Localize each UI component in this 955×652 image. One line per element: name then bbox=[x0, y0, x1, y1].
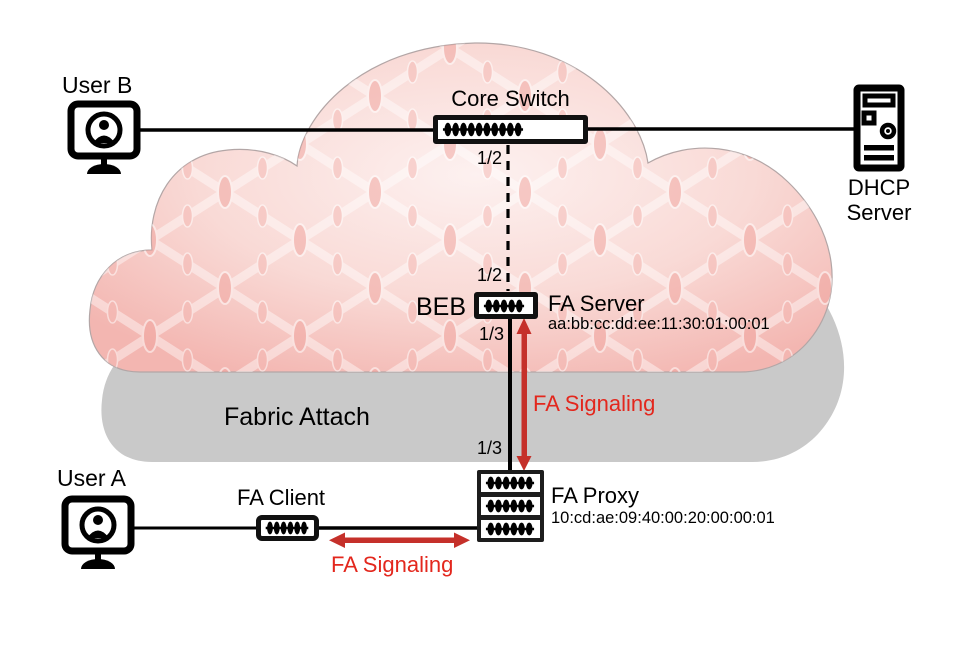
fa-signaling-vertical-label: FA Signaling bbox=[533, 391, 656, 416]
port-label-beb-uplink: 1/2 bbox=[476, 265, 502, 285]
port-label-proxy-uplink: 1/3 bbox=[476, 438, 502, 458]
beb-node bbox=[474, 292, 538, 319]
user-b-monitor-icon bbox=[67, 100, 141, 174]
switch-ports-icon bbox=[485, 499, 535, 513]
dhcp-server-icon bbox=[853, 84, 905, 172]
fa-proxy-node bbox=[477, 470, 544, 542]
fa-proxy-mac: 10:cd:ae:09:40:00:20:00:00:01 bbox=[551, 509, 775, 527]
switch-ports-icon bbox=[485, 476, 535, 490]
switch-ports-icon bbox=[265, 521, 309, 535]
port-label-beb-downlink: 1/3 bbox=[478, 324, 504, 344]
user-a-label: User A bbox=[57, 465, 127, 491]
port-label-core-downlink: 1/2 bbox=[476, 148, 502, 168]
dhcp-server-label-line2: Server bbox=[846, 200, 912, 225]
fa-client-label: FA Client bbox=[237, 485, 326, 510]
fa-signaling-horizontal-arrow bbox=[329, 532, 470, 548]
fabric-attach-label: Fabric Attach bbox=[224, 403, 370, 431]
core-switch-node bbox=[433, 115, 588, 144]
user-b-label: User B bbox=[62, 72, 133, 98]
fa-proxy-stack-unit bbox=[477, 516, 544, 542]
fa-client-node bbox=[256, 515, 319, 541]
beb-label: BEB bbox=[415, 293, 466, 321]
fa-proxy-stack-unit bbox=[477, 470, 544, 496]
switch-ports-icon bbox=[442, 122, 524, 137]
switch-ports-icon bbox=[485, 522, 535, 536]
fa-server-mac: aa:bb:cc:dd:ee:11:30:01:00:01 bbox=[548, 315, 770, 333]
dhcp-server-label-line1: DHCP bbox=[847, 175, 911, 200]
fa-proxy-label: FA Proxy bbox=[551, 483, 640, 508]
core-switch-label: Core Switch bbox=[451, 86, 570, 111]
fa-signaling-horizontal-label: FA Signaling bbox=[331, 552, 454, 577]
fa-server-role-label: FA Server bbox=[548, 291, 645, 316]
user-a-monitor-icon bbox=[61, 495, 135, 569]
fa-signaling-vertical-arrow bbox=[516, 318, 532, 471]
switch-ports-icon bbox=[483, 299, 525, 312]
